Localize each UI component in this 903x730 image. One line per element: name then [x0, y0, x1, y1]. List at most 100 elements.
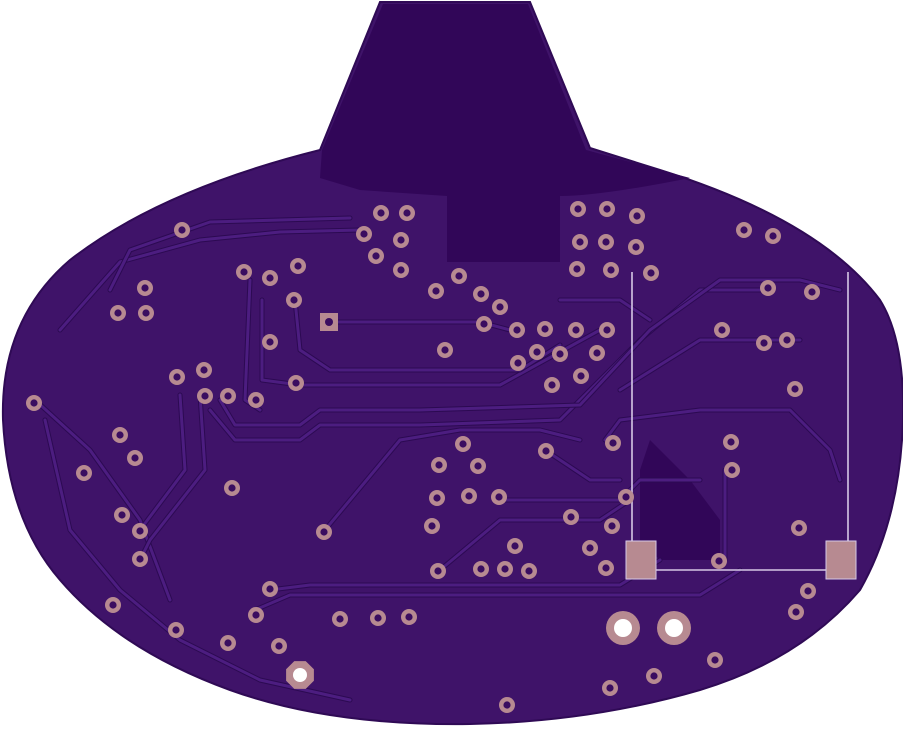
via-drill: [136, 527, 144, 535]
pcb-trace: [58, 228, 362, 332]
via-drill: [252, 396, 260, 404]
via-drill: [465, 492, 473, 500]
via-drill: [608, 522, 616, 530]
via-drill: [290, 296, 298, 304]
via-drill: [224, 392, 232, 400]
copper-pour-right: [640, 440, 720, 560]
pcb-trace: [438, 498, 632, 572]
via-drill: [556, 350, 564, 358]
via-drill: [30, 399, 38, 407]
via-drill: [572, 326, 580, 334]
via-drill: [715, 557, 723, 565]
via-drill: [228, 484, 236, 492]
pad-layer: [286, 313, 857, 689]
via-drill: [172, 626, 180, 634]
via-drill: [474, 462, 482, 470]
via-drill: [711, 656, 719, 664]
via-drill: [480, 320, 488, 328]
through-hole-drill: [665, 619, 683, 637]
via-drill: [275, 642, 283, 650]
pcb-trace: [603, 408, 842, 482]
via-drill: [647, 269, 655, 277]
via-drill: [141, 284, 149, 292]
via-drill: [740, 226, 748, 234]
via-drill: [586, 544, 594, 552]
through-hole-drill: [614, 619, 632, 637]
via-drill: [178, 226, 186, 234]
via-drill: [573, 265, 581, 273]
via-layer: [26, 201, 820, 713]
via-drill: [336, 615, 344, 623]
pcb-trace: [323, 428, 582, 532]
via-drill: [718, 326, 726, 334]
via-drill: [593, 349, 601, 357]
smd-pad-icon: [625, 540, 657, 580]
via-drill: [114, 309, 122, 317]
via-drill: [513, 326, 521, 334]
via-drill: [131, 454, 139, 462]
trace-layer: [32, 215, 843, 703]
via-drill: [503, 701, 511, 709]
pcb-trace: [558, 298, 652, 322]
square-pad-drill: [325, 318, 333, 326]
via-drill: [576, 238, 584, 246]
via-drill: [118, 511, 126, 519]
via-drill: [292, 379, 300, 387]
via-drill: [80, 469, 88, 477]
via-drill: [136, 555, 144, 563]
via-drill: [200, 366, 208, 374]
via-drill: [142, 309, 150, 317]
pcb-trace: [218, 278, 842, 427]
via-drill: [459, 440, 467, 448]
via-drill: [795, 524, 803, 532]
via-drill: [764, 284, 772, 292]
via-drill: [602, 564, 610, 572]
via-drill: [567, 513, 575, 521]
pcb-trace: [138, 393, 187, 532]
pcb-trace: [498, 478, 702, 502]
via-drill: [116, 431, 124, 439]
via-drill: [769, 232, 777, 240]
via-drill: [477, 565, 485, 573]
via-drill: [603, 205, 611, 213]
via-drill: [372, 252, 380, 260]
via-drill: [266, 274, 274, 282]
via-drill: [266, 338, 274, 346]
via-drill: [201, 392, 209, 400]
via-drill: [397, 266, 405, 274]
via-drill: [240, 268, 248, 276]
via-drill: [432, 287, 440, 295]
via-drill: [607, 266, 615, 274]
via-drill: [760, 339, 768, 347]
via-drill: [548, 381, 556, 389]
via-drill: [541, 325, 549, 333]
via-drill: [435, 461, 443, 469]
via-drill: [377, 209, 385, 217]
via-drill: [603, 326, 611, 334]
via-drill: [633, 212, 641, 220]
via-drill: [403, 209, 411, 217]
via-drill: [632, 243, 640, 251]
via-drill: [609, 439, 617, 447]
via-drill: [808, 288, 816, 296]
via-drill: [496, 303, 504, 311]
via-drill: [173, 373, 181, 381]
via-drill: [542, 447, 550, 455]
via-drill: [109, 601, 117, 609]
mount-hole-drill: [293, 668, 307, 682]
via-drill: [455, 272, 463, 280]
pcb-trace: [108, 216, 352, 292]
via-drill: [397, 236, 405, 244]
via-drill: [525, 567, 533, 575]
pcb-trace: [43, 418, 352, 702]
via-drill: [434, 567, 442, 575]
via-drill: [320, 528, 328, 536]
via-drill: [224, 639, 232, 647]
via-drill: [577, 372, 585, 380]
via-drill: [511, 542, 519, 550]
via-drill: [783, 336, 791, 344]
via-drill: [441, 346, 449, 354]
via-drill: [791, 385, 799, 393]
pcb-trace: [138, 393, 207, 562]
